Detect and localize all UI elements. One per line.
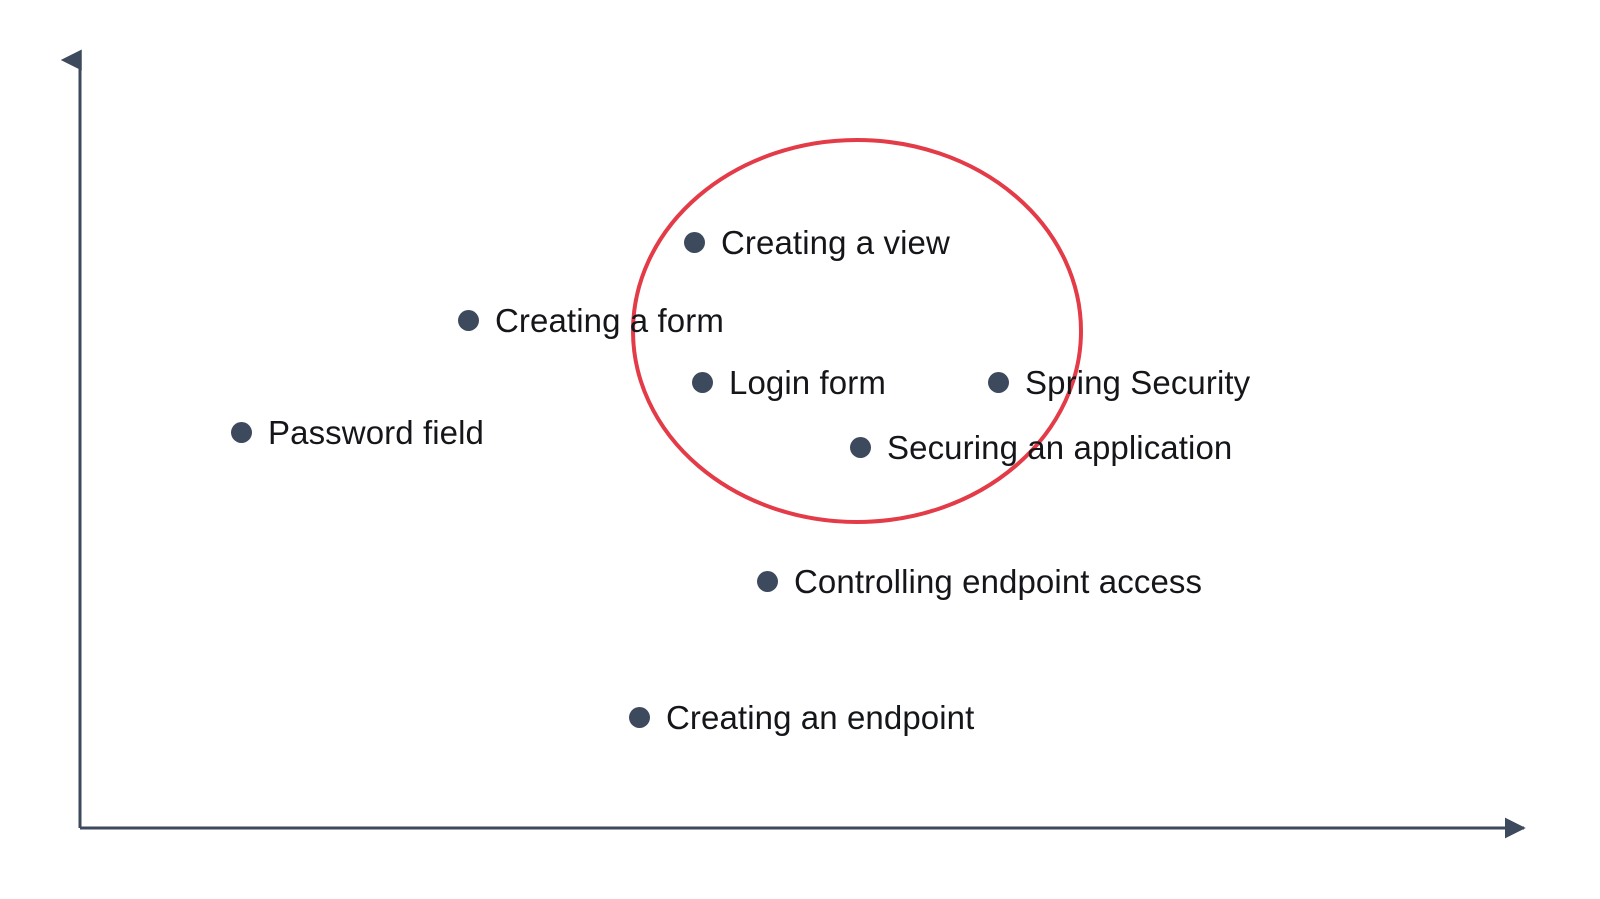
data-point-label: Creating an endpoint <box>666 699 975 736</box>
data-point-creating-a-form[interactable]: Creating a form <box>458 304 724 337</box>
data-point-label: Securing an application <box>887 429 1233 466</box>
data-point-label: Password field <box>268 414 484 451</box>
data-point-label: Login form <box>729 364 886 401</box>
data-point-login-form[interactable]: Login form <box>692 366 886 399</box>
data-point-dot <box>850 437 871 458</box>
data-point-dot <box>458 310 479 331</box>
data-point-label: Creating a view <box>721 224 950 261</box>
data-point-creating-an-endpoint[interactable]: Creating an endpoint <box>629 701 974 734</box>
data-point-dot <box>988 372 1009 393</box>
data-point-dot <box>692 372 713 393</box>
data-point-label: Spring Security <box>1025 364 1251 401</box>
data-point-securing-an-application[interactable]: Securing an application <box>850 431 1232 464</box>
data-point-creating-a-view[interactable]: Creating a view <box>684 226 950 259</box>
data-point-spring-security[interactable]: Spring Security <box>988 366 1250 399</box>
data-point-label: Creating a form <box>495 302 724 339</box>
data-point-dot <box>231 422 252 443</box>
data-point-label: Controlling endpoint access <box>794 563 1203 600</box>
data-point-password-field[interactable]: Password field <box>231 416 484 449</box>
data-point-controlling-endpoint-access[interactable]: Controlling endpoint access <box>757 565 1202 598</box>
data-point-dot <box>757 571 778 592</box>
data-point-dot <box>684 232 705 253</box>
data-point-dot <box>629 707 650 728</box>
